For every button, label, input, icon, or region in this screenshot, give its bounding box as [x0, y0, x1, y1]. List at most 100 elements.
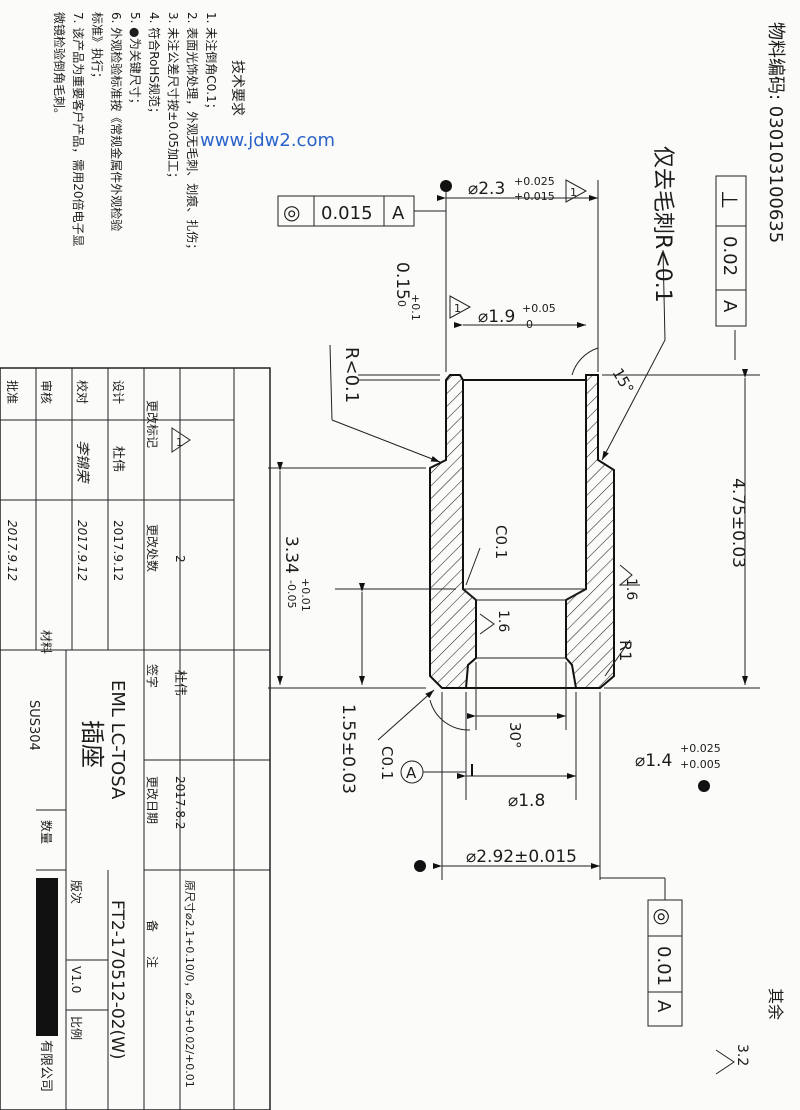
dim-d19-lo: 0: [526, 318, 533, 331]
dimension-texts: ⌀2.3 +0.025 +0.015 ⌀1.9 +0.05 0 0.15 +0.…: [281, 146, 785, 1066]
qty-label: 数量: [39, 820, 54, 844]
dim-len155: 1.55±0.03: [338, 704, 358, 794]
dim-d19-up: +0.05: [522, 302, 556, 315]
svg-text:◎: ◎: [283, 200, 300, 224]
title-block: 更改标记 1 更改处数 2 签字 杜伟 更改日期 2017.8.2 备 注 原尺…: [0, 367, 271, 1110]
dim-d292: ⌀2.92±0.015: [466, 847, 577, 867]
svg-text:0.02: 0.02: [719, 236, 740, 276]
material-value: SUS304: [26, 700, 41, 751]
roughness-symbols: [479, 564, 735, 1075]
dim-d18: ⌀1.8: [508, 791, 545, 811]
dim-r1: R1: [616, 640, 635, 661]
note-deburr: 仅去毛刺R<0.1: [650, 146, 675, 303]
dim-d14-lo: +0.005: [680, 758, 721, 771]
svg-text:A: A: [406, 764, 417, 782]
design-label: 设计: [111, 380, 125, 404]
svg-text:A: A: [392, 203, 405, 224]
tech-title: 技术要求: [229, 60, 245, 116]
dim-len334-up: +0.01: [299, 578, 312, 612]
change-date-value: 2017.8.2: [173, 776, 187, 829]
svg-text:1: 1: [176, 436, 183, 449]
design-name: 杜伟: [110, 446, 125, 472]
key-dot-bottom: [414, 860, 426, 872]
change-mark-label: 更改标记: [145, 400, 159, 448]
concentricity-frame-top: ◎ 0.015 A: [277, 195, 446, 227]
dim-ang30: 30°: [506, 722, 524, 749]
part-section: [429, 374, 615, 689]
product-name: EML LC-TOSA: [107, 680, 128, 800]
key-dot-right: [698, 780, 710, 792]
signature-value: 杜伟: [172, 670, 187, 696]
revision-marks: 1 1: [449, 179, 588, 319]
approve-label: 批准: [5, 380, 20, 404]
dim-d14: ⌀1.4: [635, 751, 672, 771]
tech-item-7b: 微镜检验倒角毛刺。: [52, 12, 67, 120]
version-value: V1.0: [69, 966, 83, 993]
material-code: 物料编码: 030103100635: [765, 22, 786, 243]
dim-c01-a: C0.1: [492, 525, 510, 559]
tech-item-6b: 标准》执行；: [90, 12, 104, 84]
dimension-lines: [268, 180, 760, 900]
dim-015-up: +0.1: [409, 294, 422, 321]
dim-015: 0.15: [392, 262, 412, 300]
dim-d23-lo: +0.015: [514, 190, 555, 203]
check-name: 李锦荣: [74, 440, 90, 484]
dim-ang15: 15°: [609, 365, 638, 397]
svg-text:1: 1: [570, 186, 577, 199]
tech-item-5: 5. ●为关键尺寸；: [128, 12, 142, 110]
tech-item-2: 2. 表面光饰处理，外观无毛刺、划痕、扎伤；: [185, 12, 200, 255]
svg-text:⊥: ⊥: [716, 190, 741, 209]
tech-item-7: 7. 该产品为重要客户产品，需用20倍电子显: [71, 12, 86, 247]
dim-len334: 3.34: [281, 536, 301, 574]
remark-label: 备 注: [145, 920, 160, 968]
scale-label: 比例: [69, 1016, 83, 1040]
material-label: 材料: [39, 630, 53, 654]
watermark: www.jdw2.com: [200, 130, 335, 151]
dim-d19: ⌀1.9: [478, 307, 515, 327]
dim-d23-up: +0.025: [514, 175, 555, 188]
svg-text:A: A: [719, 300, 740, 313]
dim-rough-b: 1.6: [495, 610, 511, 632]
dim-len334-lo: -0.05: [285, 580, 298, 608]
dim-rough-a: 1.6: [623, 578, 639, 600]
approve-date: 2017.9.12: [5, 520, 19, 581]
key-dot-top: [440, 180, 452, 192]
company-suffix: 有限公司: [38, 1040, 53, 1092]
concentricity-frame-bottom: ◎ 0.01 A: [647, 899, 683, 1027]
svg-text:◎: ◎: [651, 908, 675, 925]
other-roughness-label: 其余: [766, 988, 785, 1020]
dim-r01: R<0.1: [341, 347, 362, 403]
redacted-company: [36, 878, 58, 1036]
perpendicularity-frame: ⊥ 0.02 A: [715, 175, 747, 327]
datum-a-symbol: A: [400, 760, 466, 784]
review-label: 审核: [39, 380, 54, 404]
check-date: 2017.9.12: [75, 520, 89, 581]
signature-label: 签字: [145, 664, 160, 688]
tech-item-1: 1. 未注倒角C0.1；: [204, 12, 219, 115]
svg-text:A: A: [653, 1000, 674, 1013]
svg-text:0.01: 0.01: [653, 946, 674, 986]
change-count-value: 2: [173, 555, 187, 563]
svg-text:0.015: 0.015: [321, 203, 373, 224]
dim-len475: 4.75±0.03: [728, 478, 748, 568]
change-date-label: 更改日期: [145, 776, 159, 824]
tech-item-6: 6. 外观检验标准按《常规金属件外观检验: [109, 12, 124, 231]
remark-value: 原尺寸⌀2.1+0.10/0，⌀2.5+0.02/+0.01: [183, 880, 197, 1088]
dim-d23: ⌀2.3: [468, 179, 505, 199]
check-label: 校对: [75, 380, 90, 404]
version-label: 版次: [69, 880, 83, 904]
design-date: 2017.9.12: [111, 520, 125, 581]
change-count-label: 更改处数: [145, 524, 160, 572]
drawing-no: FT2-170512-02(W): [107, 900, 127, 1060]
tech-item-4: 4. 符合RoHS规范；: [147, 12, 162, 119]
other-roughness-value: 3.2: [734, 1044, 750, 1066]
svg-text:1: 1: [454, 302, 461, 315]
dim-d14-up: +0.025: [680, 742, 721, 755]
tech-item-3: 3. 未注公差尺寸按±0.05加工；: [166, 12, 181, 184]
part-name: 插座: [78, 720, 106, 768]
dim-015-lo: 0: [395, 300, 408, 307]
tech-requirements: 技术要求 1. 未注倒角C0.1； 2. 表面光饰处理，外观无毛刺、划痕、扎伤；…: [52, 12, 245, 255]
dim-c01-b: C0.1: [378, 746, 396, 780]
